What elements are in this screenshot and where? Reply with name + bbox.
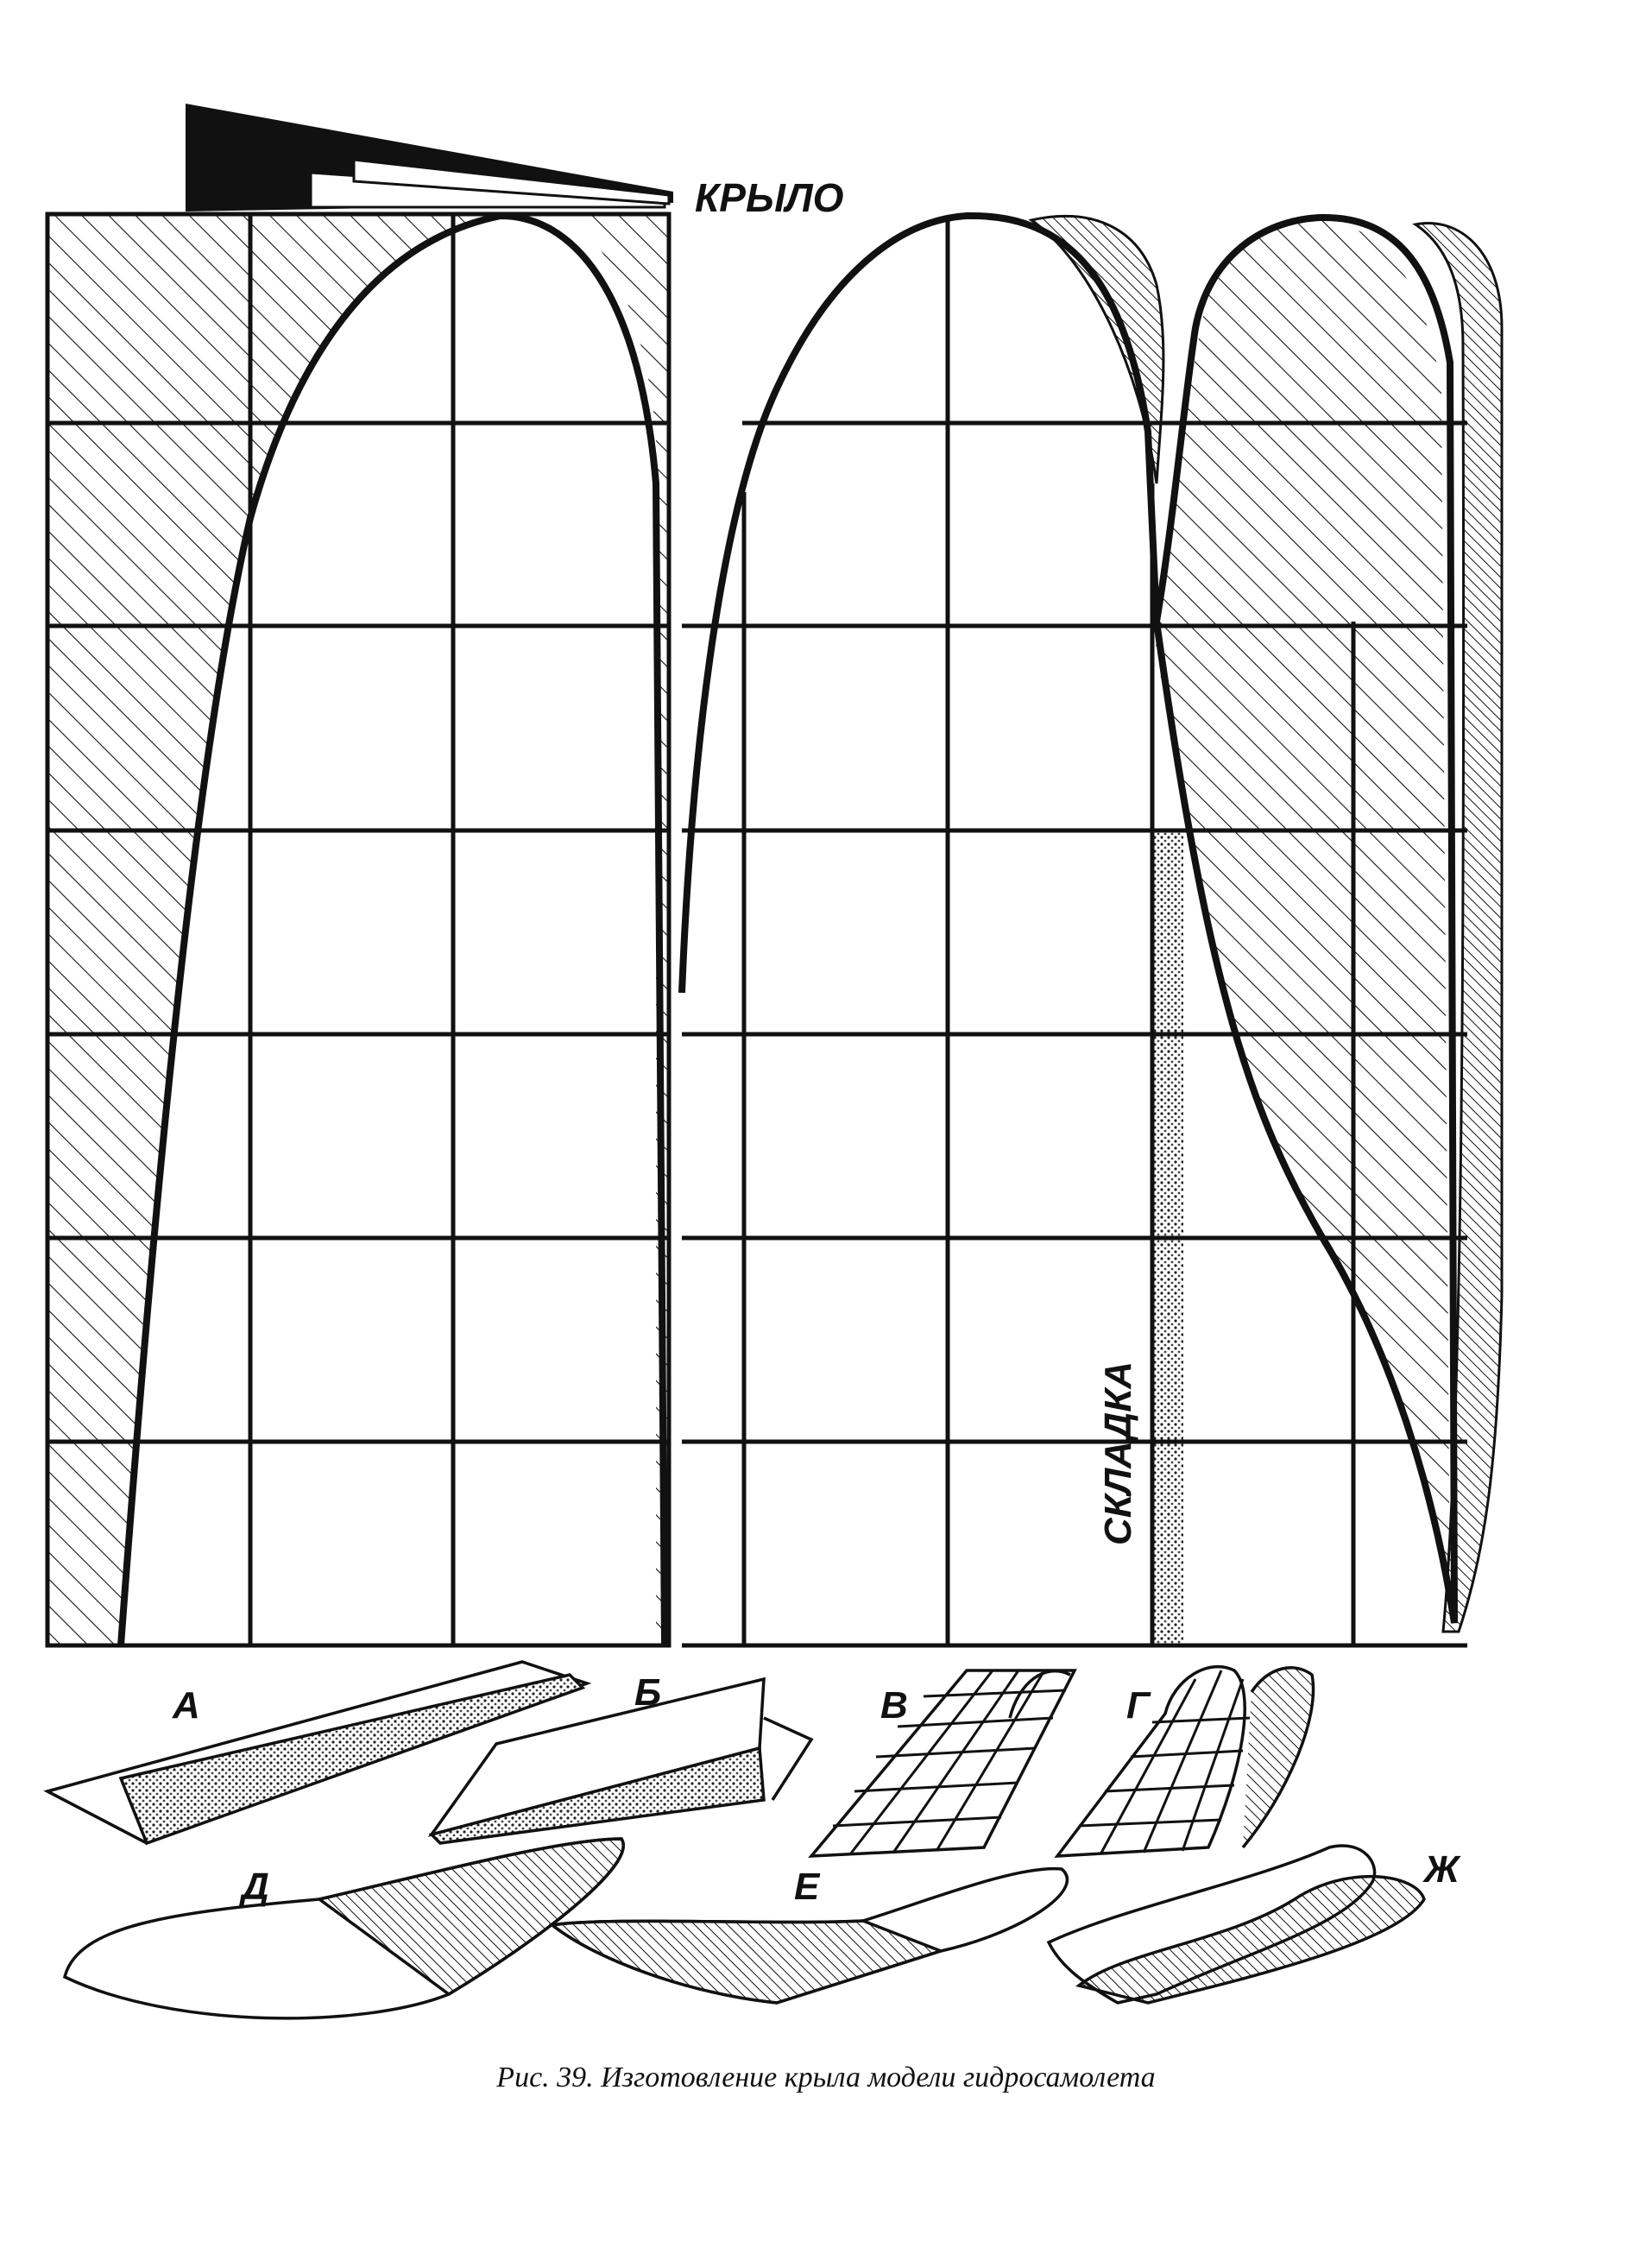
step-zh-sketch — [1046, 1844, 1426, 2005]
step-labels: А Б В Г Д Е Ж — [172, 1671, 1461, 1908]
step-label-e: Е — [794, 1866, 821, 1908]
step-g-sketch — [1054, 1664, 1315, 1858]
top-edge-shadow — [1028, 214, 1165, 484]
outer-edge-shadow — [1412, 222, 1504, 1633]
right-waste-strip — [570, 214, 669, 1645]
left-wing-outline — [117, 212, 668, 1646]
step-label-zh: Ж — [1422, 1848, 1461, 1891]
step-d-sketch — [62, 1837, 625, 2020]
step-label-v: В — [880, 1684, 908, 1727]
figure-caption: Рис. 39. Изготовление крыла модели гидро… — [496, 2062, 1156, 2093]
flap-outline — [1152, 213, 1458, 1624]
step-v-sketch — [808, 1669, 1077, 1858]
step-b-sketch — [427, 1677, 814, 1845]
step-e-sketch — [548, 1866, 1069, 2005]
wing-label: КРЫЛО — [695, 175, 844, 220]
step-label-g: Г — [1126, 1684, 1151, 1727]
paper-stack — [186, 104, 673, 212]
right-grid — [682, 216, 1467, 1648]
step-label-a: А — [172, 1684, 200, 1727]
right-wing-outline — [678, 212, 1160, 994]
step-label-b: Б — [634, 1671, 661, 1714]
left-waste-region — [47, 214, 501, 1645]
step-a-sketch — [43, 1660, 592, 1846]
step-sketches — [43, 1660, 1426, 2020]
fold-label: СКЛАДКА — [1097, 1361, 1139, 1545]
step-label-d: Д — [238, 1866, 269, 1908]
left-grid — [45, 212, 672, 1648]
right-wing-panel: СКЛАДКА — [678, 212, 1504, 1648]
fold-flap-region — [1152, 219, 1450, 1614]
left-wing-panel: КРЫЛО — [45, 104, 844, 1648]
